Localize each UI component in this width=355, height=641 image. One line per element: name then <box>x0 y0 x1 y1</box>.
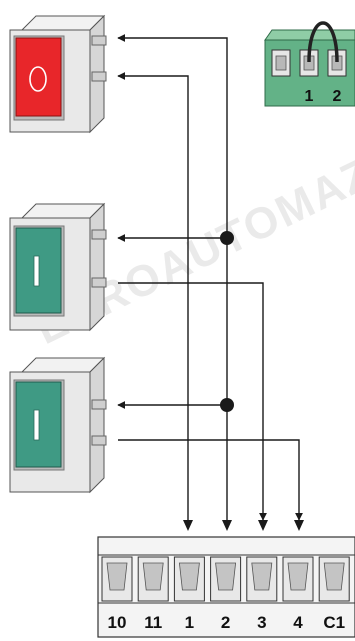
terminal-label: 2 <box>221 613 230 632</box>
circle-o-icon <box>29 66 47 92</box>
terminal-label: C1 <box>323 613 345 632</box>
junction-dot-close <box>220 398 234 412</box>
terminal-screw <box>215 562 237 591</box>
open-pushbutton <box>9 202 107 332</box>
stop-pushbutton <box>9 14 107 134</box>
terminal-label: 4 <box>293 613 303 632</box>
terminal-label: 10 <box>108 613 127 632</box>
terminal-screw <box>178 562 200 591</box>
terminal-label: 1 <box>185 613 194 632</box>
terminal-screw <box>287 562 309 591</box>
jumper-wire <box>307 21 339 63</box>
bar-i-icon <box>33 409 40 441</box>
terminal-screw <box>106 562 128 591</box>
close-pushbutton <box>9 356 107 494</box>
jumper-label-1: 1 <box>305 88 314 105</box>
wire-t1-stop <box>117 72 189 520</box>
bar-i-icon <box>33 255 40 287</box>
terminal-screw <box>142 562 164 591</box>
terminal-label: 11 <box>144 613 162 632</box>
jumper-label-2: 2 <box>333 88 342 105</box>
wire-t2-stop <box>117 34 228 520</box>
wire-t3-open <box>118 282 267 521</box>
jumper-terminal: 1 2 <box>264 21 355 107</box>
terminal-arrows <box>183 520 304 531</box>
terminal-label: 3 <box>257 613 266 632</box>
stop-button-cap <box>15 37 62 117</box>
terminal-screw <box>323 562 345 591</box>
wire-t4-close <box>118 439 303 521</box>
junction-dot-open <box>220 231 234 245</box>
wires <box>117 34 303 521</box>
terminal-screw <box>251 562 273 591</box>
